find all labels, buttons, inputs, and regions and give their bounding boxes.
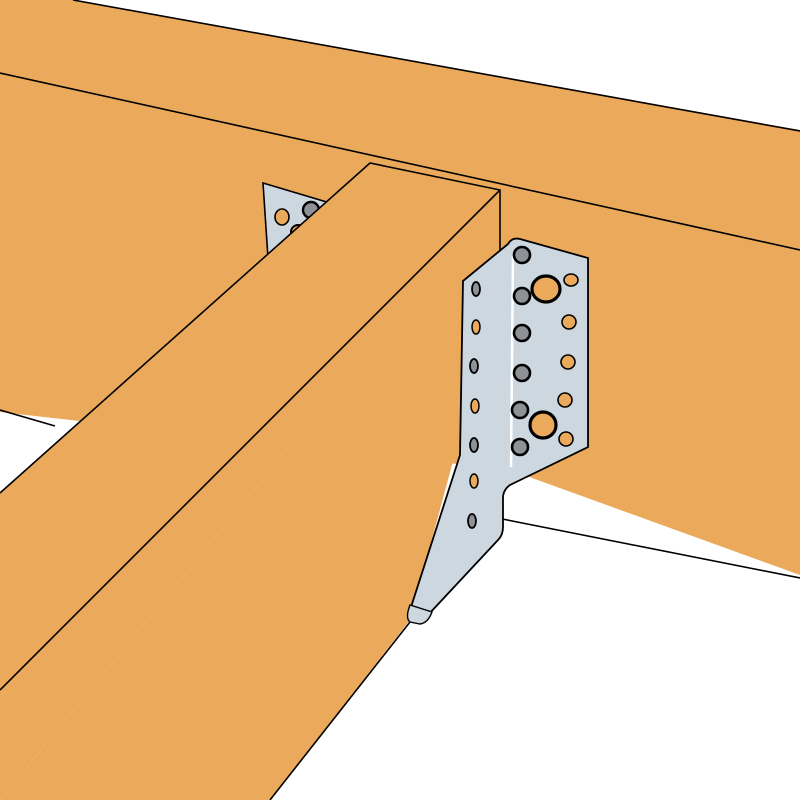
joist xyxy=(0,162,501,800)
nail-hole xyxy=(469,358,479,374)
background-bottom-right xyxy=(270,518,800,800)
bend-highlight xyxy=(509,255,515,468)
nail-hole xyxy=(469,473,479,489)
joist-side-face xyxy=(0,190,500,800)
nail-hole xyxy=(512,323,532,343)
bolt-hole xyxy=(530,274,562,304)
nail-hole xyxy=(510,400,530,420)
nail-hole xyxy=(274,208,290,226)
nail-hole xyxy=(558,431,574,447)
joist-bottom-edge xyxy=(269,621,411,800)
nail-hole xyxy=(467,513,477,529)
nail-hole xyxy=(560,354,576,370)
nail-hole xyxy=(561,314,577,330)
nail-hole xyxy=(471,319,481,335)
hanger-right-flange xyxy=(406,237,589,625)
bolt-hole xyxy=(528,410,558,440)
nail-hole xyxy=(469,437,479,453)
nail-hole xyxy=(512,363,532,383)
joist-top-outline xyxy=(0,162,501,494)
hanger-seat xyxy=(406,604,433,625)
header-beam-bottom-edge-left xyxy=(0,409,56,427)
nail-hole xyxy=(563,273,579,287)
nail-hole xyxy=(510,437,530,457)
joist-arris xyxy=(0,189,501,691)
joist-top-face xyxy=(0,163,500,800)
nail-hole xyxy=(470,398,480,414)
nail-hole xyxy=(512,286,532,306)
nail-hole xyxy=(471,281,481,297)
header-beam-top-edge xyxy=(72,0,800,132)
nail-hole xyxy=(557,392,573,408)
header-beam-bottom-edge-right xyxy=(491,516,800,579)
nail-hole xyxy=(512,245,532,265)
header-beam-front-top-edge xyxy=(0,72,800,251)
